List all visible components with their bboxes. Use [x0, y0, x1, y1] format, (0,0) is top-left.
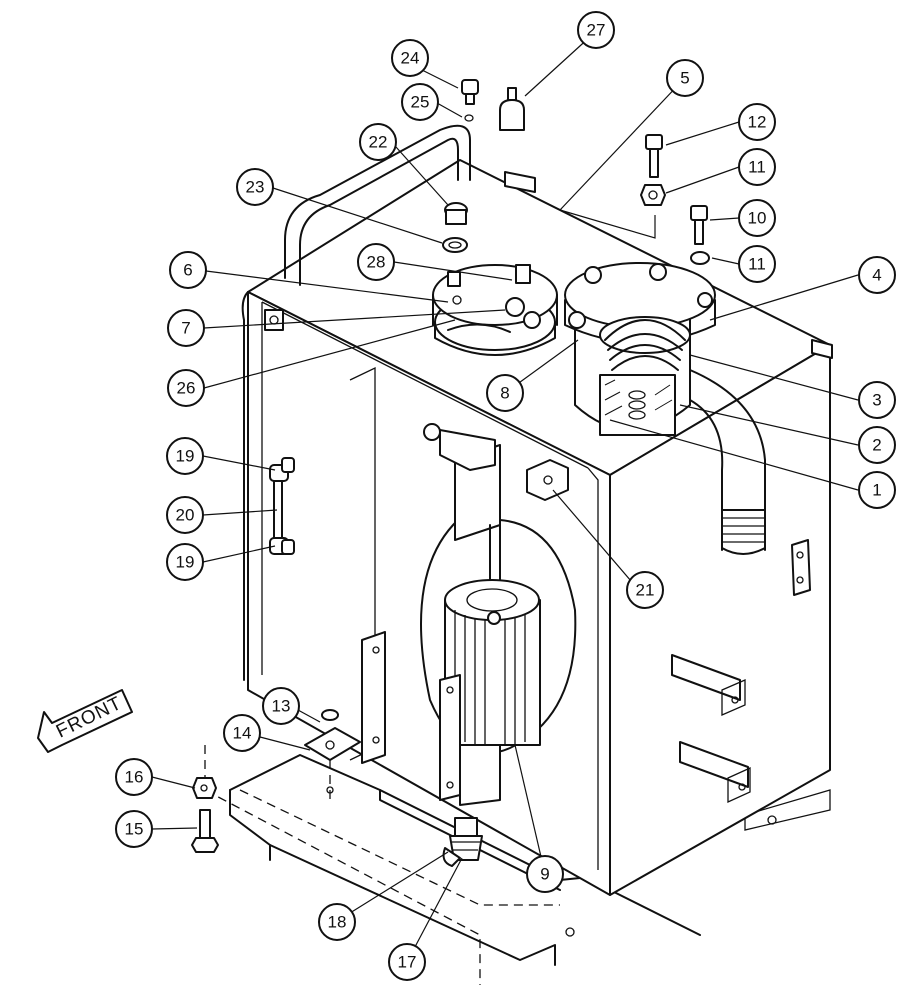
drain-plug-assembly: [442, 817, 483, 867]
callout-leader-lines: [151, 34, 859, 963]
svg-text:10: 10: [748, 209, 767, 228]
tank-mounting-frame: [204, 745, 831, 985]
callout-19-upper: 19: [166, 437, 204, 475]
callout-5: 5: [666, 59, 704, 97]
callout-27: 27: [577, 11, 615, 49]
svg-text:19: 19: [176, 553, 195, 572]
svg-text:5: 5: [680, 69, 689, 88]
svg-text:6: 6: [183, 261, 192, 280]
callout-20: 20: [166, 496, 204, 534]
callout-7: 7: [167, 309, 205, 347]
svg-text:11: 11: [748, 158, 766, 177]
callout-10: 10: [738, 199, 776, 237]
svg-text:7: 7: [181, 319, 190, 338]
svg-text:24: 24: [401, 49, 420, 68]
svg-text:13: 13: [272, 697, 291, 716]
callout-17: 17: [388, 943, 426, 981]
svg-text:18: 18: [328, 913, 347, 932]
svg-text:3: 3: [872, 391, 881, 410]
callout-2: 2: [858, 426, 896, 464]
callout-11-upper: 11: [738, 148, 776, 186]
sight-gauge-assembly: [269, 457, 295, 555]
svg-text:26: 26: [177, 379, 196, 398]
callout-1: 1: [858, 471, 896, 509]
front-direction-arrow: FRONT: [37, 689, 133, 753]
callout-23: 23: [236, 168, 274, 206]
callout-28: 28: [357, 243, 395, 281]
callout-16: 16: [115, 758, 153, 796]
callout-14: 14: [223, 714, 261, 752]
svg-text:22: 22: [369, 133, 388, 152]
svg-text:8: 8: [500, 384, 509, 403]
callout-24: 24: [391, 39, 429, 77]
callout-22: 22: [359, 123, 397, 161]
svg-text:12: 12: [748, 113, 767, 132]
svg-text:14: 14: [233, 724, 252, 743]
svg-text:25: 25: [411, 93, 430, 112]
callout-8: 8: [486, 374, 524, 412]
callout-13: 13: [262, 687, 300, 725]
callout-26: 26: [167, 369, 205, 407]
tank-side-rail: [264, 309, 284, 331]
svg-text:23: 23: [246, 178, 265, 197]
svg-text:4: 4: [872, 266, 881, 285]
svg-text:17: 17: [398, 953, 417, 972]
callout-4: 4: [858, 256, 896, 294]
callout-9: 9: [526, 855, 564, 893]
callout-19-lower: 19: [166, 543, 204, 581]
callout-21: 21: [626, 571, 664, 609]
svg-text:19: 19: [176, 447, 195, 466]
callout-11-lower: 11: [738, 245, 776, 283]
svg-text:9: 9: [540, 865, 549, 884]
callout-3: 3: [858, 381, 896, 419]
svg-text:2: 2: [872, 436, 881, 455]
tank-handle: [284, 124, 536, 286]
callout-15: 15: [115, 810, 153, 848]
svg-text:1: 1: [872, 481, 881, 500]
svg-text:15: 15: [125, 820, 144, 839]
svg-text:28: 28: [367, 253, 386, 272]
fastener-hardware: [191, 79, 710, 853]
svg-text:20: 20: [176, 506, 195, 525]
filter-cover-assembly: [432, 264, 558, 356]
callout-25: 25: [401, 83, 439, 121]
breather-strainer-assembly: [564, 262, 766, 555]
callout-balloons: 1 2 3 4 5 6 7 8: [115, 11, 896, 981]
svg-text:11: 11: [748, 255, 766, 274]
callout-6: 6: [169, 251, 207, 289]
callout-12: 12: [738, 103, 776, 141]
svg-text:16: 16: [125, 768, 144, 787]
svg-text:27: 27: [587, 21, 606, 40]
svg-text:21: 21: [636, 581, 655, 600]
callout-18: 18: [318, 903, 356, 941]
return-filter-element: [420, 423, 577, 806]
